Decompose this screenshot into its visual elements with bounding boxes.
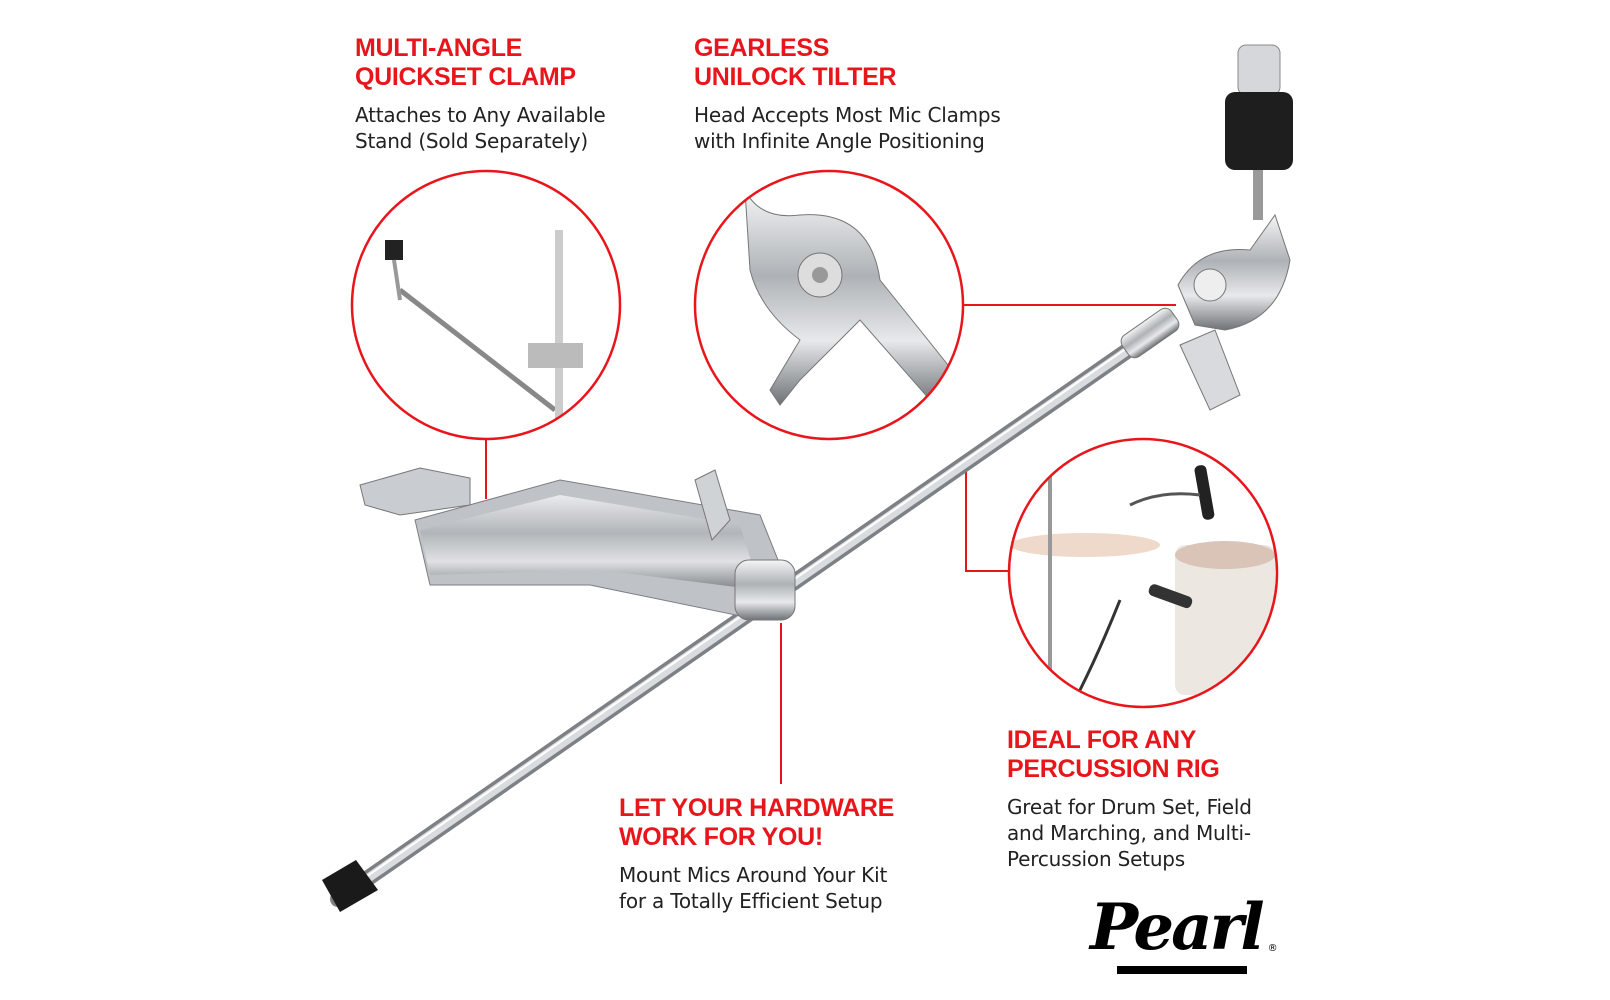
title-line: QUICKSET CLAMP — [355, 63, 576, 91]
description-line: and Marching, and Multi- — [1007, 821, 1251, 845]
logo-underline — [1117, 966, 1247, 974]
description-line: Mount Mics Around Your Kit — [619, 863, 888, 887]
registered-mark: ® — [1267, 943, 1278, 954]
description-line: Percussion Setups — [1007, 847, 1186, 871]
title-line: IDEAL FOR ANY — [1007, 726, 1197, 754]
unilock-tilter-head — [1120, 44, 1293, 411]
drum-kit-photo — [1010, 440, 1276, 706]
title-line: UNILOCK TILTER — [694, 63, 897, 91]
quickset-clamp — [359, 467, 796, 621]
description-line: for a Totally Efficient Setup — [619, 889, 883, 913]
callout-lines — [485, 304, 1176, 784]
title-line: GEARLESS — [694, 34, 830, 62]
title-line: WORK FOR YOU! — [619, 823, 823, 851]
tilter-detail-photo — [696, 172, 962, 438]
rubber-tip — [322, 860, 378, 912]
description-line: Head Accepts Most Mic Clamps — [694, 103, 1001, 127]
title-line: LET YOUR HARDWARE — [619, 794, 895, 822]
description-line: with Infinite Angle Positioning — [694, 129, 985, 153]
title-line: PERCUSSION RIG — [1007, 755, 1220, 783]
pearl-logo: Pearl — [1090, 890, 1265, 965]
clamp-detail-photo — [353, 172, 619, 438]
description-line: Attaches to Any Available — [355, 103, 606, 127]
description-line: Great for Drum Set, Field — [1007, 795, 1252, 819]
detail-circle-frames — [350, 169, 1279, 709]
brand-logo-group: Pearl® — [1090, 893, 1278, 963]
title-line: MULTI-ANGLE — [355, 34, 523, 62]
description-line: Stand (Sold Separately) — [355, 129, 589, 153]
